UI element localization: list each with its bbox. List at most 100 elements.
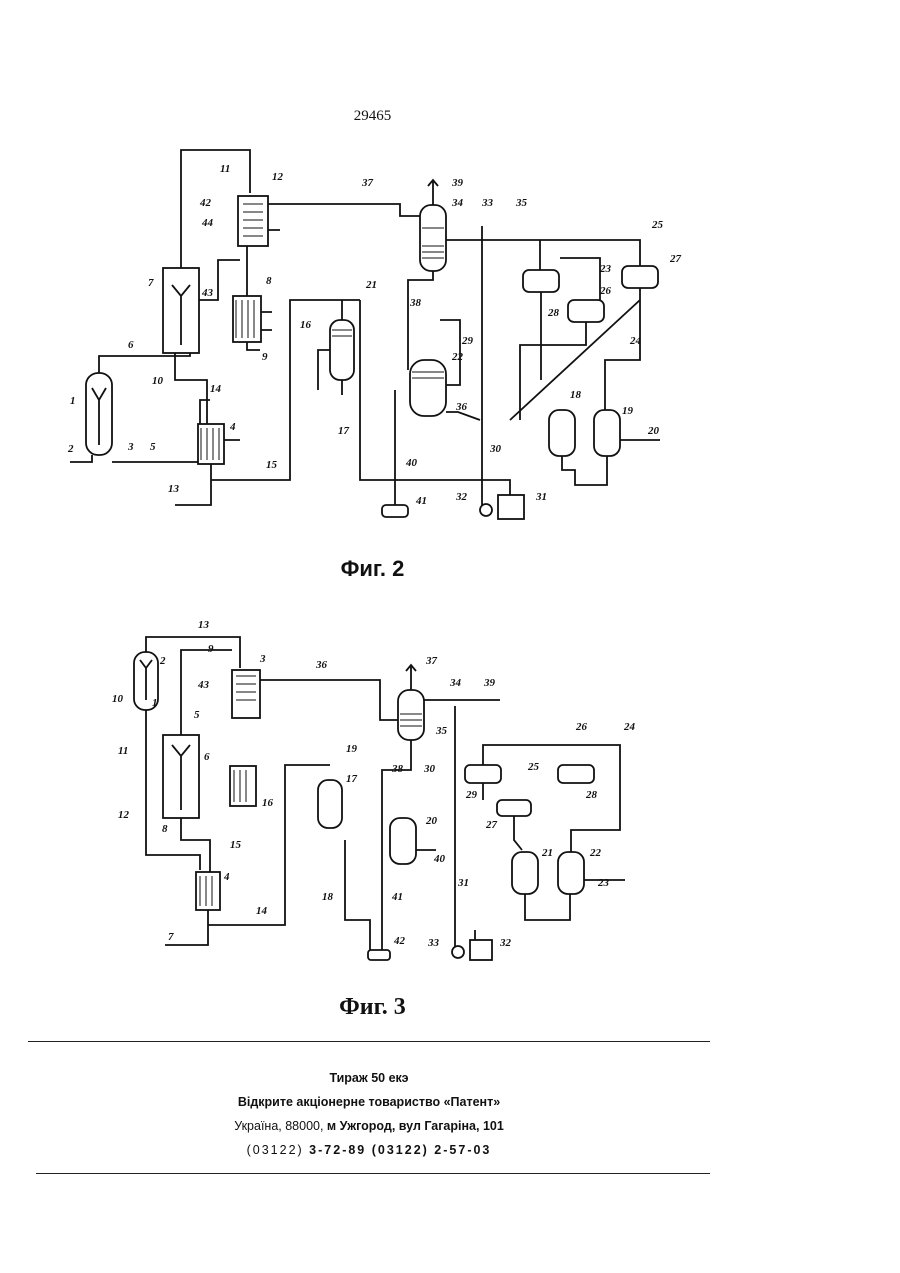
label-f3-3: 3: [259, 653, 266, 665]
figure-2-diagram: 1 2 3 4 5 6 7 8 9 10 11 12 13 14 15 16 1…: [0, 140, 900, 550]
label-42: 42: [199, 197, 212, 209]
label-f3-10: 10: [112, 693, 124, 705]
separator-18: [549, 410, 575, 456]
label-f3-42: 42: [393, 935, 406, 947]
label-10: 10: [152, 375, 164, 387]
label-f3-29: 29: [465, 789, 478, 801]
label-f3-28: 28: [585, 789, 598, 801]
column-20: [390, 818, 416, 864]
label-33: 33: [481, 197, 494, 209]
label-36: 36: [455, 401, 468, 413]
exchanger-26: [568, 300, 604, 322]
label-32: 32: [455, 491, 468, 503]
label-40: 40: [405, 457, 418, 469]
label-f3-36: 36: [315, 659, 328, 671]
label-f3-31: 31: [457, 877, 469, 889]
label-f3-1: 1: [152, 697, 158, 709]
exchanger-4: [198, 424, 224, 464]
phone-code-1: (03122): [247, 1143, 310, 1157]
label-f3-41: 41: [391, 891, 403, 903]
label-f3-43: 43: [197, 679, 210, 691]
phone-code-2: (03122): [372, 1143, 435, 1157]
label-f3-20: 20: [425, 815, 438, 827]
label-1: 1: [70, 395, 76, 407]
label-f3-27: 27: [485, 819, 498, 831]
label-35: 35: [515, 197, 528, 209]
label-f3-26: 26: [575, 721, 588, 733]
publisher-address: Україна, 88000, м Ужгород, вул Гагаріна,…: [0, 1114, 738, 1138]
label-38: 38: [409, 297, 422, 309]
label-11: 11: [220, 163, 230, 175]
label-f3-40: 40: [433, 853, 446, 865]
label-26: 26: [599, 285, 612, 297]
label-f3-4: 4: [223, 871, 230, 883]
tank-31: [498, 495, 524, 519]
pump-33: [452, 946, 464, 958]
address-plain: Україна, 88000,: [234, 1119, 327, 1133]
label-34: 34: [451, 197, 464, 209]
separator-22: [558, 852, 584, 894]
print-run: Тираж 50 екэ: [0, 1066, 738, 1090]
label-f3-11: 11: [118, 745, 128, 757]
label-18: 18: [570, 389, 582, 401]
bottom-divider: [36, 1173, 710, 1174]
label-f3-24: 24: [623, 721, 636, 733]
exchanger-28b: [558, 765, 594, 783]
column-22: [410, 360, 446, 416]
label-22: 22: [451, 351, 464, 363]
exchanger-3: [232, 670, 260, 718]
label-f3-2: 2: [159, 655, 166, 667]
tank-32: [470, 940, 492, 960]
label-f3-23: 23: [597, 877, 610, 889]
label-f3-15: 15: [230, 839, 242, 851]
label-3: 3: [127, 441, 134, 453]
label-f3-21: 21: [541, 847, 553, 859]
exchanger-29: [465, 765, 501, 783]
label-30: 30: [489, 443, 502, 455]
exchanger-27: [622, 266, 658, 288]
phone-number-2: 2-57-03: [434, 1143, 491, 1157]
figure-3-caption: Фиг. 3: [0, 994, 745, 1021]
label-29: 29: [461, 335, 474, 347]
label-f3-34: 34: [449, 677, 462, 689]
address-bold: м Ужгород, вул Гагаріна, 101: [327, 1119, 504, 1133]
tank-41: [382, 505, 408, 517]
label-27: 27: [669, 253, 682, 265]
label-f3-18: 18: [322, 891, 334, 903]
label-15: 15: [266, 459, 278, 471]
label-8: 8: [266, 275, 272, 287]
label-f3-39: 39: [483, 677, 496, 689]
label-9: 9: [262, 351, 268, 363]
exchanger-27b: [497, 800, 531, 816]
label-14: 14: [210, 383, 222, 395]
label-f3-9: 9: [208, 643, 214, 655]
label-43: 43: [201, 287, 214, 299]
label-39: 39: [451, 177, 464, 189]
label-4: 4: [229, 421, 236, 433]
label-f3-32: 32: [499, 937, 512, 949]
label-37: 37: [361, 177, 374, 189]
label-21: 21: [365, 279, 377, 291]
phone-number-1: 3-72-89: [309, 1143, 372, 1157]
top-divider: [28, 1041, 710, 1042]
label-12: 12: [272, 171, 284, 183]
label-f3-12: 12: [118, 809, 130, 821]
label-23: 23: [599, 263, 612, 275]
exchanger-28: [523, 270, 559, 292]
label-17: 17: [338, 425, 350, 437]
exchanger-8: [233, 296, 261, 342]
imprint-block: Тираж 50 екэ Відкрите акціонерне товарис…: [0, 1066, 738, 1162]
label-16: 16: [300, 319, 312, 331]
figure-2-caption: Фиг. 2: [0, 556, 745, 582]
label-f3-38: 38: [391, 763, 404, 775]
label-f3-22: 22: [589, 847, 602, 859]
phone-line: (03122) 3-72-89 (03122) 2-57-03: [0, 1138, 738, 1162]
label-2: 2: [67, 443, 74, 455]
column-34: [420, 205, 446, 271]
label-f3-17: 17: [346, 773, 358, 785]
label-7: 7: [148, 277, 154, 289]
label-f3-8: 8: [162, 823, 168, 835]
label-f3-35: 35: [435, 725, 448, 737]
label-f3-7: 7: [168, 931, 174, 943]
figure-3-diagram: 1 2 3 4 5 6 7 8 9 10 11 12 13 14 15 16 1…: [0, 615, 900, 970]
